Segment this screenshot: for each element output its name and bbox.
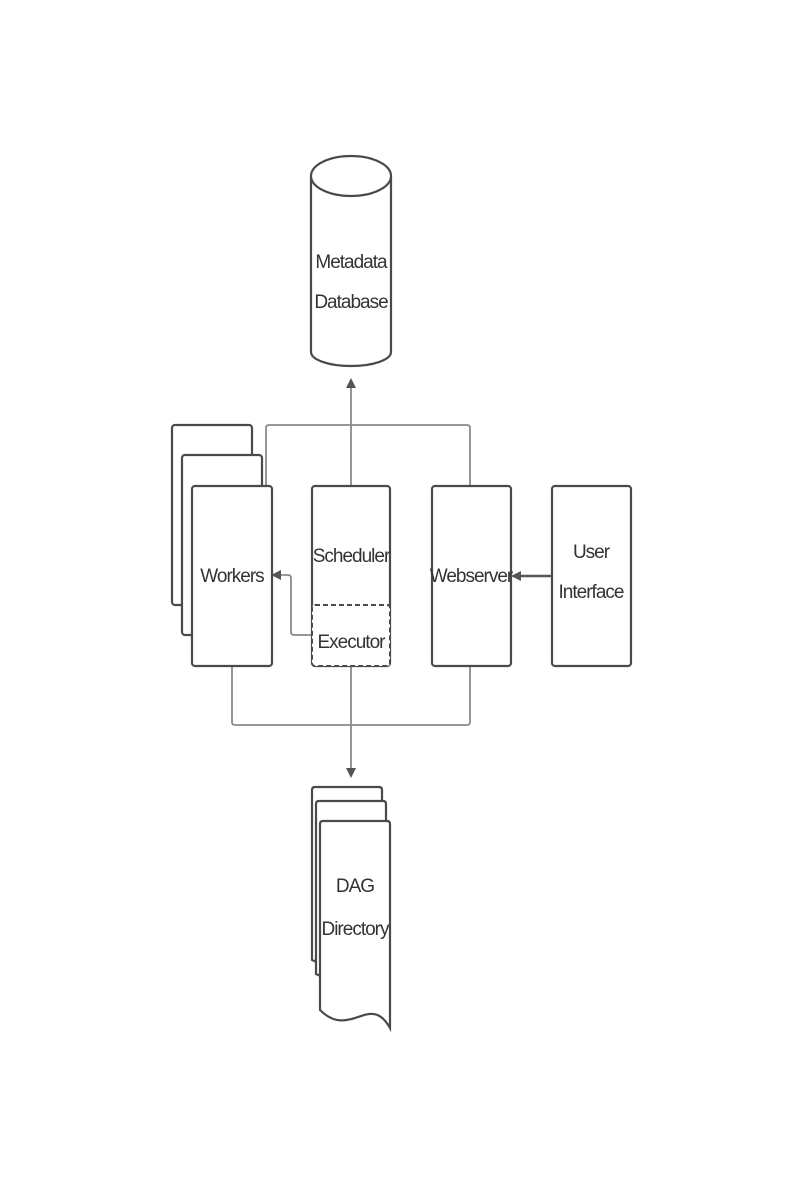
- user-interface-box: [550, 484, 633, 668]
- dag-directory-label-line1: DAG: [336, 876, 374, 897]
- webserver-box: [430, 484, 513, 668]
- user-interface-node: User Interface: [550, 484, 633, 668]
- executor-label: Executor: [318, 632, 387, 653]
- user-interface-label-line2: Interface: [559, 582, 624, 603]
- database-cylinder-body: [309, 176, 393, 368]
- scheduler-node: Scheduler Executor: [310, 484, 392, 668]
- metadata-database-label-line2: Database: [314, 292, 388, 313]
- webserver-node: Webserver: [430, 484, 515, 668]
- workers-label: Workers: [200, 566, 264, 587]
- executor-box: [311, 604, 391, 667]
- user-interface-label-line1: User: [573, 542, 611, 563]
- metadata-database-node: Metadata Database: [309, 154, 393, 368]
- executor-to-workers-arrow: [271, 570, 312, 636]
- workers-node: Workers: [170, 423, 274, 668]
- dag-directory-label-line2: Directory: [321, 919, 390, 940]
- database-cylinder-top: [309, 154, 393, 198]
- dag-directory-node: DAG Directory: [310, 785, 392, 1033]
- scheduler-label: Scheduler: [313, 546, 391, 567]
- metadata-database-label-line1: Metadata: [315, 252, 388, 273]
- webserver-label: Webserver: [430, 566, 514, 587]
- top-bus-connector: [265, 424, 471, 488]
- dag-document-front: [318, 819, 392, 1033]
- connectors: [231, 378, 551, 778]
- workers-stack-front: [190, 484, 274, 668]
